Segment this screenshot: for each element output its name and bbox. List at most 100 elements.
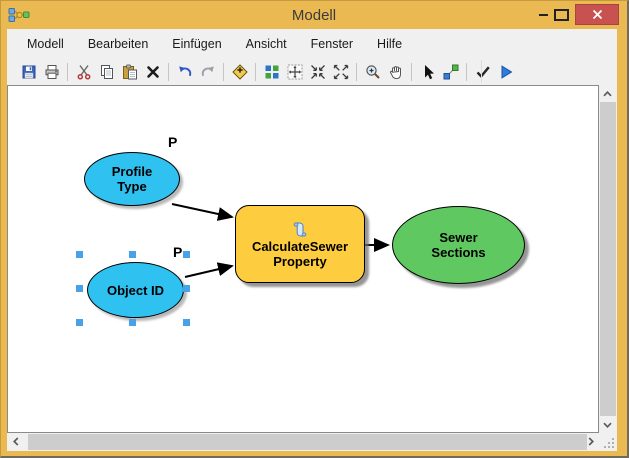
parameter-badge-object-id: P — [173, 244, 183, 260]
node-label: Sewer — [439, 230, 478, 245]
chevron-down-icon — [603, 422, 612, 428]
menu-fenster[interactable]: Fenster — [310, 36, 354, 51]
menu-hilfe[interactable]: Hilfe — [377, 36, 403, 51]
print-button[interactable] — [40, 61, 63, 83]
selection-handle[interactable] — [129, 251, 136, 258]
delete-icon — [146, 65, 159, 78]
run-icon — [501, 64, 512, 79]
fit-to-window-icon — [287, 64, 302, 79]
menu-einfuegen[interactable]: Einfügen — [172, 36, 222, 51]
fixed-zoom-in-icon — [310, 64, 325, 79]
paste-button[interactable] — [118, 61, 141, 83]
zoom-in-button[interactable] — [361, 61, 384, 83]
toolbar-separator — [411, 62, 412, 81]
menu-modell[interactable]: Modell — [27, 36, 64, 51]
chevron-up-icon — [603, 90, 612, 96]
validate-button[interactable] — [471, 61, 494, 83]
selection-handle[interactable] — [76, 285, 83, 292]
save-icon — [22, 65, 35, 78]
fixed-zoom-in-button[interactable] — [306, 61, 329, 83]
toolbar-separator — [356, 62, 357, 81]
node-label: Property — [273, 253, 327, 269]
close-button[interactable] — [575, 4, 619, 25]
fixed-zoom-out-icon — [333, 64, 348, 79]
toolbar-edge — [481, 60, 482, 83]
node-label: Profile — [111, 164, 153, 179]
fit-to-window-button[interactable] — [283, 61, 306, 83]
menu-ansicht[interactable]: Ansicht — [245, 36, 287, 51]
toolbar-separator — [223, 62, 224, 81]
grip-dots-icon — [604, 438, 614, 448]
add-connection-icon — [443, 64, 458, 79]
selection-handle[interactable] — [183, 285, 190, 292]
maximize-button[interactable] — [554, 9, 569, 21]
connector-object-id[interactable] — [184, 262, 234, 278]
toolbar-separator — [168, 62, 169, 81]
undo-icon — [178, 65, 191, 76]
auto-layout-icon — [265, 65, 278, 78]
node-label: Type — [117, 179, 147, 194]
minimize-button[interactable] — [539, 14, 548, 16]
validate-icon — [476, 65, 490, 78]
node-object-id[interactable]: Object ID — [87, 262, 184, 318]
scroll-up-button[interactable] — [599, 85, 616, 102]
connector-profile-type[interactable] — [171, 203, 234, 221]
horizontal-scrollbar[interactable] — [7, 433, 599, 451]
copy-icon — [100, 64, 113, 79]
node-profile-type[interactable]: Profile Type — [84, 152, 180, 206]
chevron-left-icon — [12, 437, 18, 446]
save-button[interactable] — [17, 61, 40, 83]
menu-bearbeiten[interactable]: Bearbeiten — [87, 36, 149, 51]
undo-button[interactable] — [173, 61, 196, 83]
add-connection-button[interactable] — [439, 61, 462, 83]
toolbar — [7, 58, 617, 85]
selection-handle[interactable] — [183, 319, 190, 326]
select-button[interactable] — [416, 61, 439, 83]
cut-button[interactable] — [72, 61, 95, 83]
node-label: Sections — [431, 245, 486, 260]
print-icon — [45, 64, 58, 79]
selection-handle[interactable] — [183, 251, 190, 258]
resize-grip[interactable] — [599, 433, 617, 451]
menubar: Modell Bearbeiten Einfügen Ansicht Fenst… — [7, 29, 617, 58]
selection-handle[interactable] — [76, 251, 83, 258]
delete-button[interactable] — [141, 61, 164, 83]
titlebar[interactable]: Modell — [1, 1, 627, 29]
selection-handle[interactable] — [129, 319, 136, 326]
scroll-left-button[interactable] — [7, 433, 24, 450]
window-title: Modell — [291, 7, 337, 24]
scroll-down-button[interactable] — [599, 416, 616, 433]
pan-button[interactable] — [384, 61, 407, 83]
vertical-scrollbar[interactable] — [599, 85, 617, 433]
auto-layout-button[interactable] — [260, 61, 283, 83]
zoom-in-icon — [365, 64, 380, 79]
node-label: Object ID — [106, 282, 165, 298]
close-icon — [592, 9, 602, 20]
redo-icon — [201, 65, 214, 76]
node-sewer-sections[interactable]: Sewer Sections — [392, 206, 525, 284]
copy-button[interactable] — [95, 61, 118, 83]
horizontal-scroll-thumb[interactable] — [28, 434, 587, 450]
add-data-icon — [231, 63, 248, 80]
scroll-right-button[interactable] — [582, 433, 599, 450]
run-button[interactable] — [494, 61, 517, 83]
chevron-right-icon — [588, 437, 594, 446]
modelbuilder-icon — [8, 8, 30, 22]
vertical-scroll-thumb[interactable] — [600, 102, 616, 416]
pan-icon — [389, 65, 401, 79]
parameter-badge-profile-type: P — [168, 134, 178, 150]
select-icon — [424, 64, 434, 79]
paste-icon — [122, 64, 137, 79]
node-label: CalculateSewer — [251, 238, 349, 254]
toolbar-separator — [255, 62, 256, 81]
script-tool-icon — [293, 222, 307, 236]
add-data-button[interactable] — [228, 61, 251, 83]
selection-handle[interactable] — [76, 319, 83, 326]
fixed-zoom-out-button[interactable] — [329, 61, 352, 83]
node-calculate-sewer-property[interactable]: CalculateSewer Property — [235, 205, 365, 283]
window-content: Modell Bearbeiten Einfügen Ansicht Fenst… — [7, 29, 617, 451]
model-canvas[interactable]: Profile Type P Object ID P — [7, 85, 599, 433]
cut-icon — [77, 64, 90, 80]
redo-button[interactable] — [196, 61, 219, 83]
